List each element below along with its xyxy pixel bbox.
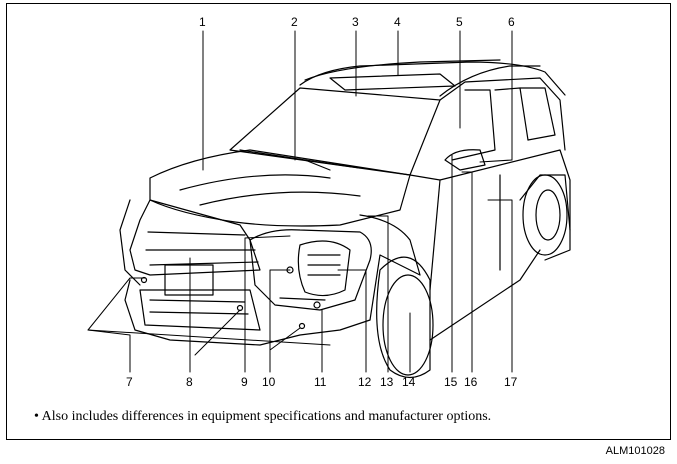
reference-code: ALM101028 — [605, 445, 665, 457]
leader-lines — [87, 30, 513, 373]
callout-11: 11 — [314, 375, 327, 389]
callout-labels: 1 2 3 4 5 6 7 8 9 10 11 12 13 14 15 16 1… — [126, 15, 518, 389]
callout-15: 15 — [444, 375, 458, 389]
car-body — [119, 59, 571, 379]
callout-13: 13 — [380, 375, 394, 389]
callout-5: 5 — [456, 15, 463, 29]
callout-6: 6 — [508, 15, 515, 29]
callout-12: 12 — [358, 375, 372, 389]
callout-8: 8 — [186, 375, 193, 389]
callout-16: 16 — [464, 375, 478, 389]
callout-1: 1 — [199, 15, 206, 29]
callout-14: 14 — [402, 375, 416, 389]
equipment-note: • Also includes differences in equipment… — [34, 409, 492, 424]
callout-17: 17 — [504, 375, 518, 389]
callout-9: 9 — [241, 375, 248, 389]
callout-2: 2 — [291, 15, 298, 29]
callout-7: 7 — [126, 375, 133, 389]
diagram-frame — [6, 3, 671, 440]
callout-10: 10 — [262, 375, 276, 389]
callout-3: 3 — [352, 15, 359, 29]
callout-4: 4 — [394, 15, 401, 29]
